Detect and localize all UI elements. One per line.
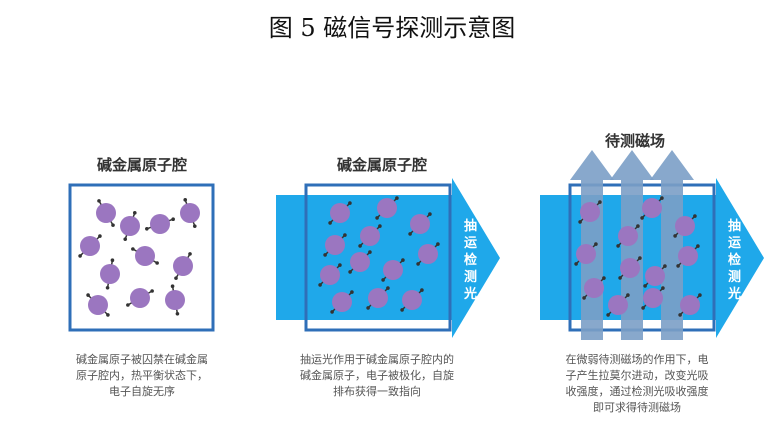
arrow-label-char: 运 [728,236,741,251]
caption-line: 在微弱待测磁场的作用下，电 [565,353,709,366]
panel-2-label: 碱金属原子腔 [336,156,427,174]
atom-icon [640,196,664,220]
atom-icon [606,293,630,317]
panel-1-label: 碱金属原子腔 [96,156,187,174]
panel-3-arrow-label: 抽 运 检 测 光 [727,218,741,302]
atom-icon [408,212,432,236]
atom-icon [375,196,399,220]
panel-3-label: 待测磁场 [604,132,665,150]
atom-icon [86,293,110,317]
atom-icon [323,233,347,257]
atom-cell-box [304,183,452,332]
caption-line: 收强度，通过检测光吸收强度 [565,385,709,398]
atom-icon [643,264,667,288]
panel-2-arrow-label: 抽 运 检 测 光 [463,218,477,302]
atom-icon [96,199,116,227]
atom-icon [165,284,185,316]
arrow-label-char: 测 [728,269,741,285]
atom-icon [673,214,697,238]
atom-icon [173,252,193,280]
atom-icon [416,242,440,266]
atom-icon [126,288,154,308]
atom-icon [618,256,642,280]
caption-line: 碱金属原子被囚禁在碱金属 [76,353,208,366]
panel-1-caption: 碱金属原子被囚禁在碱金属 原子腔内，热平衡状态下， 电子自旋无序 [52,352,232,400]
caption-line: 碱金属原子，电子被极化，自旋 [300,369,454,382]
atom-icon [366,286,390,310]
atom-icon [574,242,598,266]
panel-1-atoms [78,198,200,317]
caption-line: 原子腔内，热平衡状态下， [76,369,208,382]
atom-icon [381,258,405,282]
atom-icon [641,286,665,310]
atom-icon [348,250,372,274]
panel-3-caption: 在微弱待测磁场的作用下，电 子产生拉莫尔进动，改变光吸 收强度，通过检测光吸收强… [537,352,737,416]
panel-3-atoms [574,196,702,317]
atom-icon [330,290,354,314]
atom-icon [358,224,382,248]
arrow-label-char: 抽 [464,218,477,234]
atom-icon [180,198,200,228]
arrow-label-char: 检 [728,252,741,268]
atom-icon [78,234,102,258]
atom-icon [678,293,702,317]
panel-2-caption: 抽运光作用于碱金属原子腔内的 碱金属原子，电子被极化，自旋 排布获得一致指向 [272,352,482,400]
figure-title: 图 5 磁信号探测示意图 [268,14,516,42]
atom-icon [120,211,140,241]
atom-icon [578,200,602,224]
arrow-label-char: 抽 [728,218,741,234]
atom-icon [676,244,700,268]
atom-icon [582,276,606,300]
panel-2-atoms [318,196,440,314]
atom-icon [145,214,175,234]
arrow-label-char: 运 [464,236,477,251]
atom-icon [616,224,640,248]
arrow-label-char: 光 [463,286,477,302]
caption-line: 子产生拉莫尔进动，改变光吸 [565,369,709,382]
atom-icon [318,263,342,287]
caption-line: 电子自旋无序 [109,385,175,398]
caption-line: 即可求得待测磁场 [593,401,681,414]
atom-icon [400,288,424,312]
caption-line: 抽运光作用于碱金属原子腔内的 [300,353,454,366]
field-arrow-up-icon [570,150,614,340]
caption-line: 排布获得一致指向 [333,385,421,398]
arrow-label-char: 光 [727,286,741,302]
atom-icon [131,246,159,266]
arrow-label-char: 测 [464,269,477,285]
arrow-label-char: 检 [464,252,477,268]
atom-icon [100,258,120,290]
atom-icon [328,201,352,225]
